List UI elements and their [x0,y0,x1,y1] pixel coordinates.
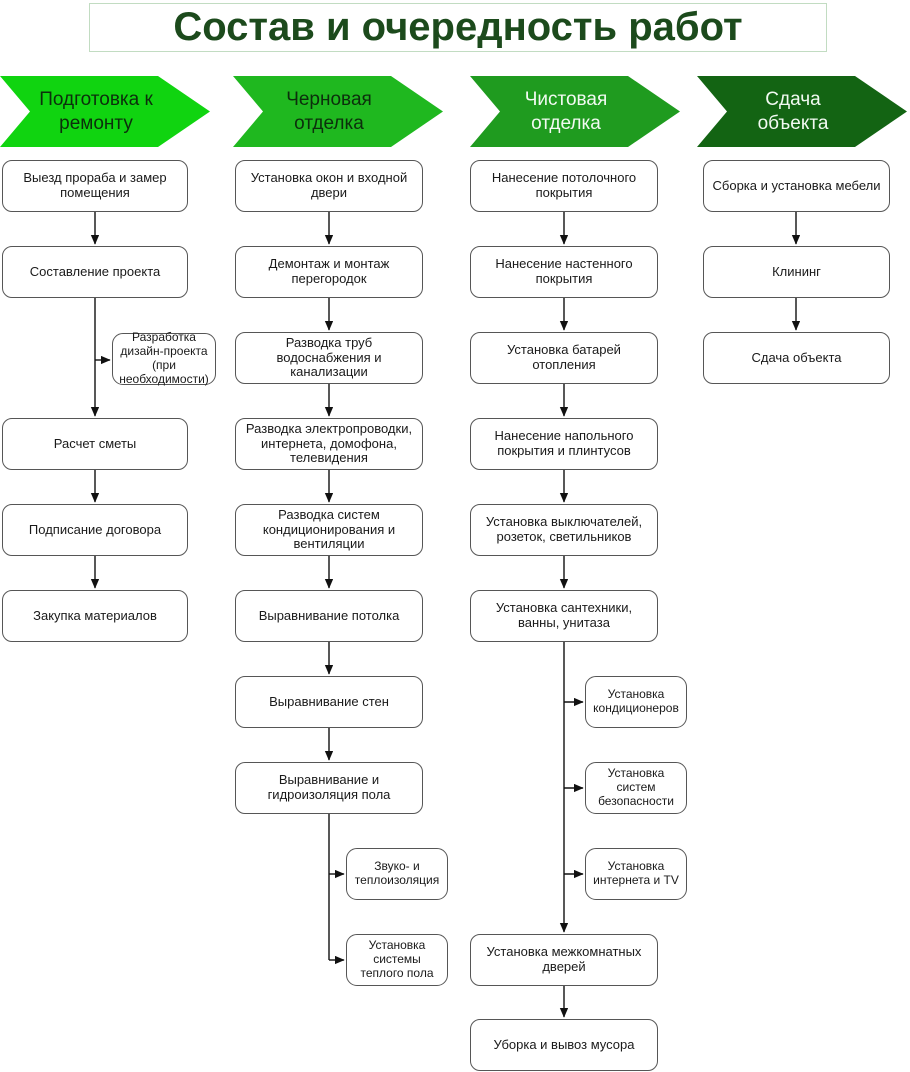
flow-node-c3-1: Нанесение потолочного покрытия [470,160,658,212]
flow-node-c2-side-2: Установка системы теплого пола [346,934,448,986]
flow-node-c3-side-3: Установка интернета и TV [585,848,687,900]
flow-node-c3-side-1: Установка кондиционеров [585,676,687,728]
flow-node-c3-2: Нанесение настенного покрытия [470,246,658,298]
flow-node-c3-3: Установка батарей отопления [470,332,658,384]
phase-header-podgotovka: Подготовка к ремонту [0,76,210,147]
flow-node-c1-1: Выезд прораба и замер помещения [2,160,188,212]
flow-node-c3-4: Нанесение напольного покрытия и плинтусо… [470,418,658,470]
flow-node-c1-2: Составление проекта [2,246,188,298]
flow-node-c1-4: Подписание договора [2,504,188,556]
flow-node-c2-3: Разводка труб водоснабжения и канализаци… [235,332,423,384]
flow-node-c1-5: Закупка материалов [2,590,188,642]
flow-node-c2-4: Разводка электропроводки, интернета, дом… [235,418,423,470]
flow-node-c2-8: Выравнивание и гидроизоляция пола [235,762,423,814]
phase-header-label: Чистовая отделка [524,89,608,134]
flow-node-c1-side-1: Разработка дизайн-проекта (при необходим… [112,331,216,386]
phase-header-label: Черновая отделка [286,89,372,134]
flow-node-c3-6: Установка сантехники, ванны, унитаза [470,590,658,642]
flow-node-c3-8: Уборка и вывоз мусора [470,1019,658,1071]
phase-header-sdacha: Сдача объекта [697,76,907,147]
flow-node-c2-5: Разводка систем кондиционирования и вент… [235,504,423,556]
flow-node-c2-2: Демонтаж и монтаж перегородок [235,246,423,298]
phase-header-chistovaya: Чистовая отделка [470,76,680,147]
phase-header-chernovaya: Черновая отделка [233,76,443,147]
flow-node-c3-7: Установка межкомнатных дверей [470,934,658,986]
flow-node-c4-1: Сборка и установка мебели [703,160,890,212]
flow-node-c4-3: Сдача объекта [703,332,890,384]
flow-node-c2-side-1: Звуко- и теплоизоляция [346,848,448,900]
phase-header-label: Сдача объекта [757,89,829,134]
flow-node-c2-6: Выравнивание потолка [235,590,423,642]
flow-node-c1-3: Расчет сметы [2,418,188,470]
phase-header-label: Подготовка к ремонту [39,89,153,134]
flow-node-c3-side-2: Установка систем безопасности [585,762,687,814]
flow-node-c3-5: Установка выключателей, розеток, светиль… [470,504,658,556]
page-title: Состав и очередность работ [89,3,827,52]
flow-node-c4-2: Клининг [703,246,890,298]
flow-node-c2-1: Установка окон и входной двери [235,160,423,212]
flow-node-c2-7: Выравнивание стен [235,676,423,728]
